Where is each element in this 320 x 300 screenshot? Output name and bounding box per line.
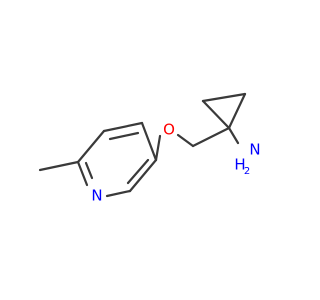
structure-canvas: O N N H 2 (38, 92, 261, 205)
atom-label-layer: O N N H 2 (91, 121, 260, 205)
bond-c4-c5 (140, 121, 158, 162)
bond-o-ch2 (176, 133, 195, 148)
bond-layer (38, 92, 247, 198)
molecule-structure-drawing: O N N H 2 (38, 92, 261, 205)
amine-hydrogen-label: H (234, 156, 245, 174)
ring-nitrogen-atom-label: N (91, 187, 102, 205)
oxygen-atom-label: O (163, 121, 175, 139)
bond-ch2-cq (191, 126, 231, 148)
bond-c3-c4 (102, 121, 144, 133)
amine-hydrogen-count: 2 (244, 166, 250, 177)
amine-nitrogen-atom-label: N (249, 141, 260, 159)
bond-c6-n1 (105, 189, 132, 198)
bond-c5-o (154, 134, 162, 162)
bond-ca-cb (201, 92, 247, 103)
bond-c2-c3 (76, 129, 106, 164)
bond-methyl (38, 160, 80, 172)
bond-c5-c6 (128, 158, 158, 193)
bond-n1-c2-inner (84, 161, 94, 180)
bond-cb-cq (227, 92, 247, 130)
bond-c5-c6-inner (126, 158, 150, 185)
bond-n1-c2 (76, 160, 89, 187)
bond-cq-ca (201, 99, 231, 130)
bond-c3-c4-inner (108, 131, 140, 141)
bond-cq-n (227, 126, 240, 145)
